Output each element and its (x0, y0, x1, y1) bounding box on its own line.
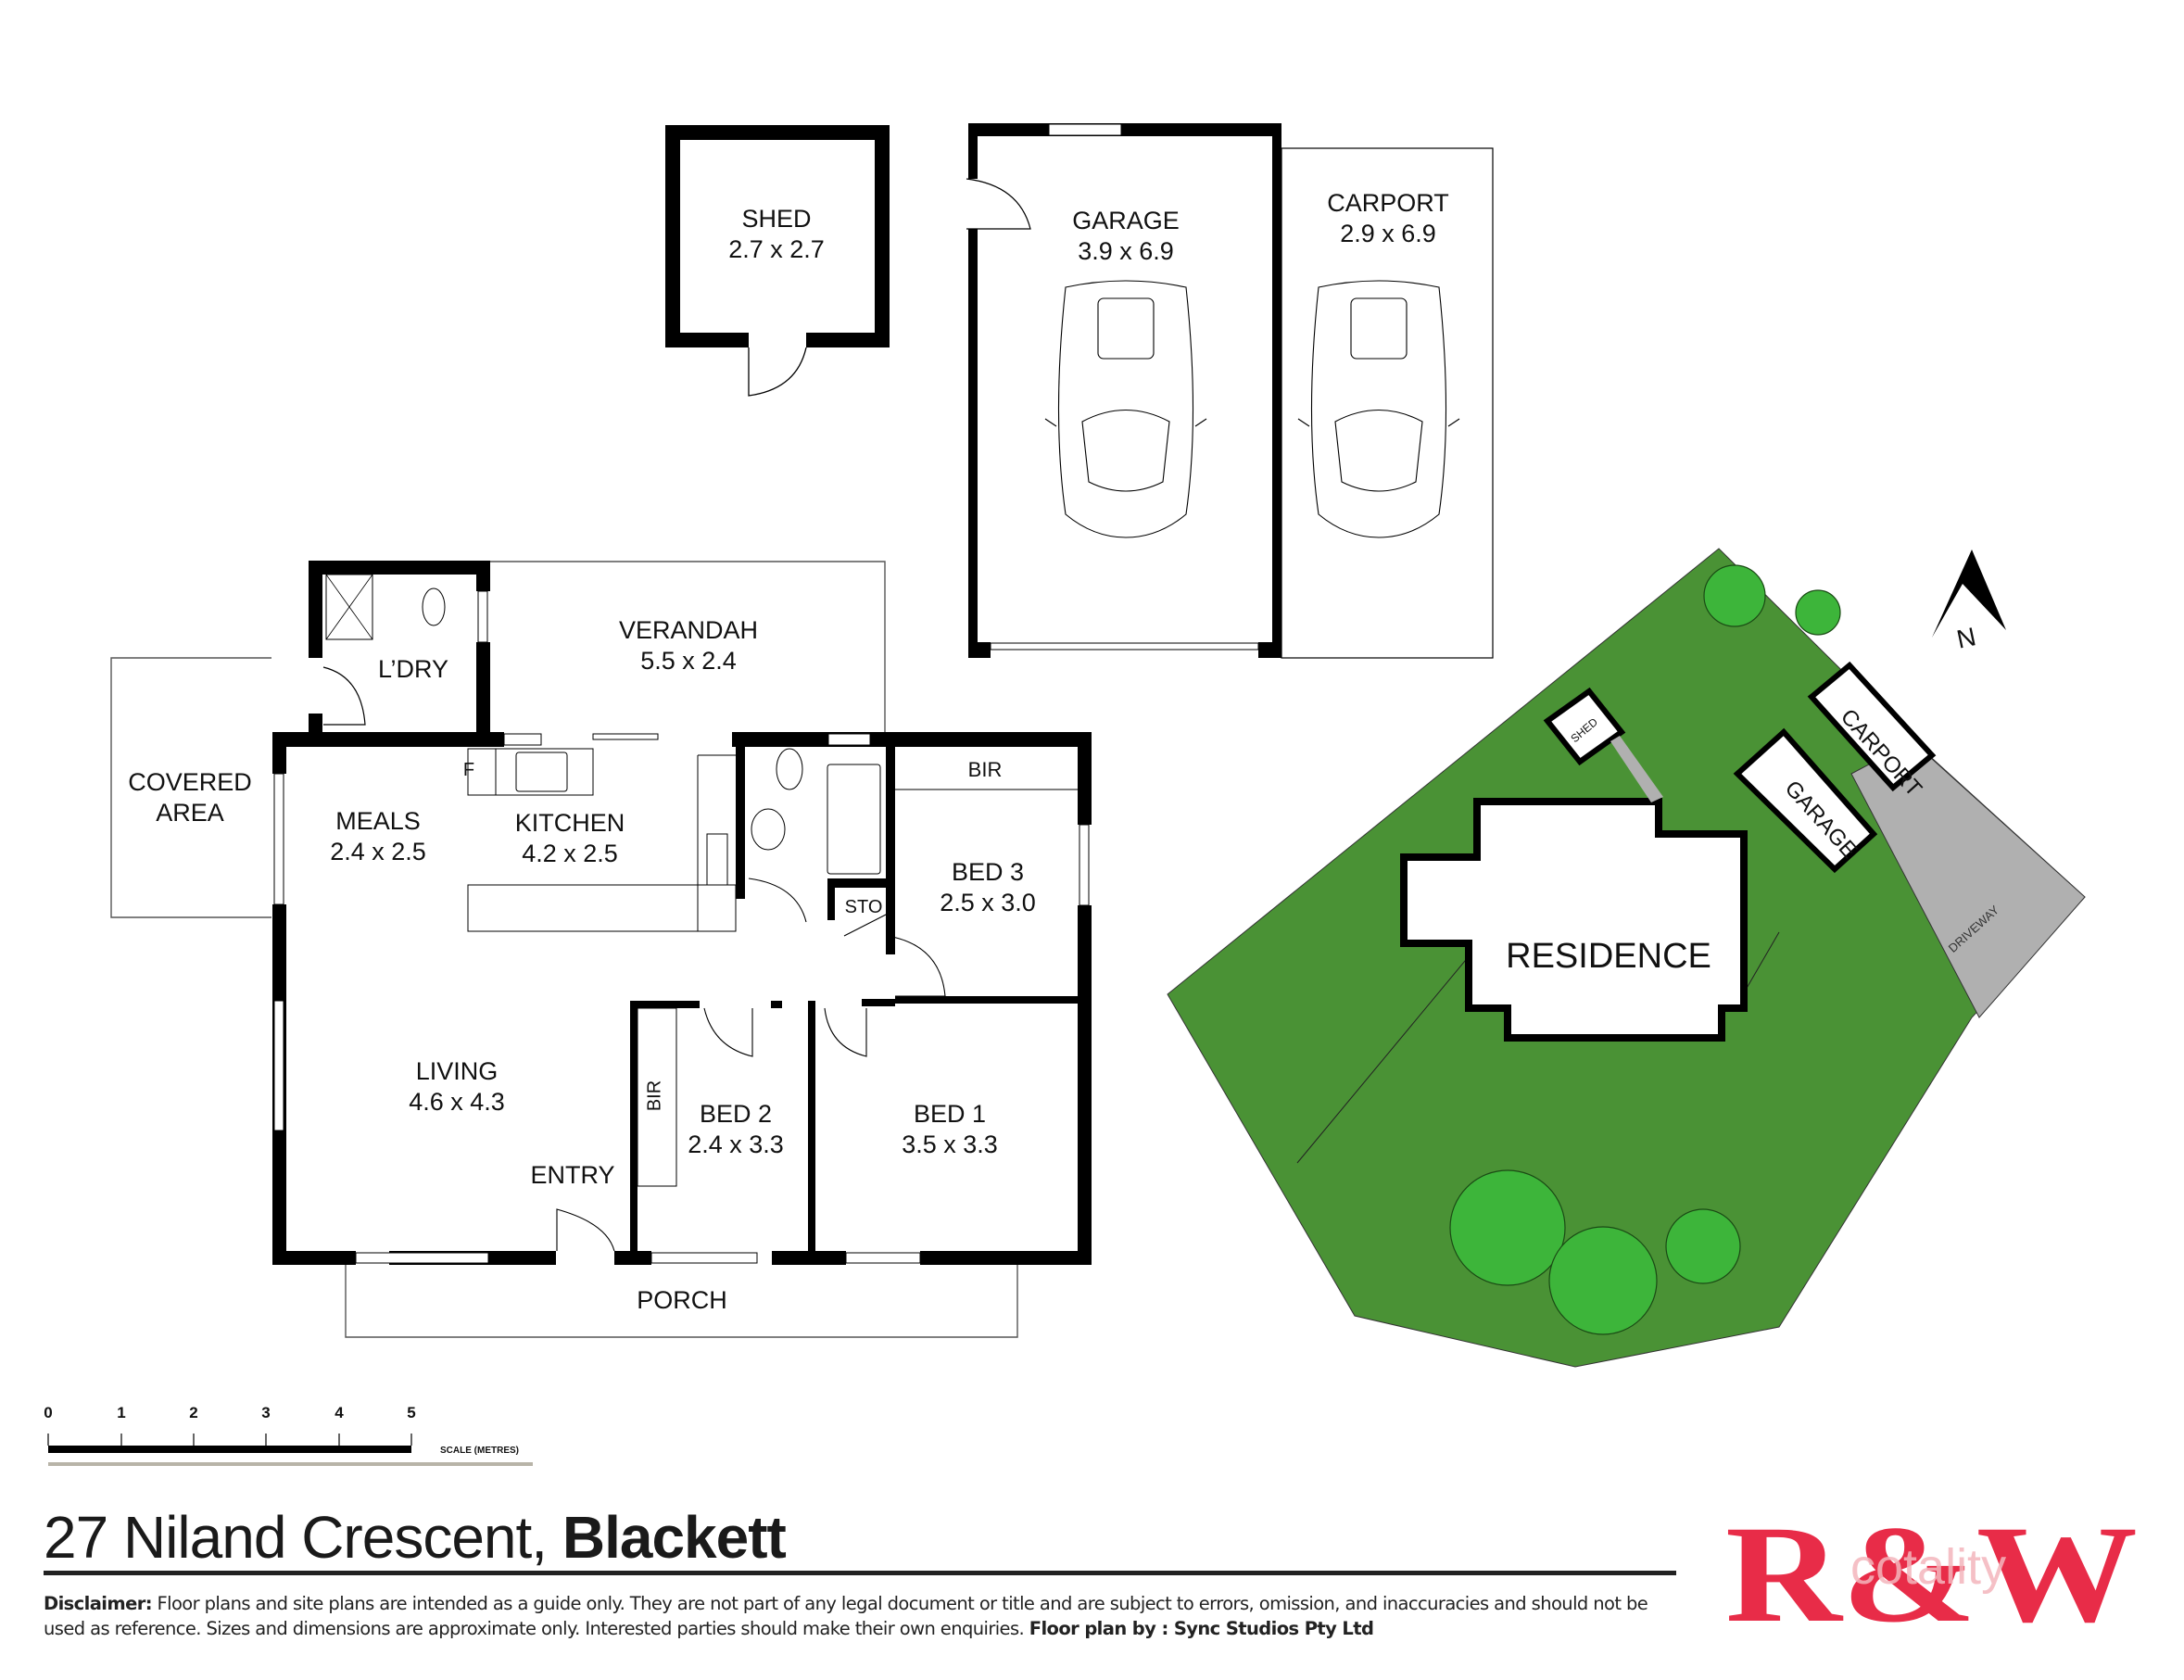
scale-label: SCALE (METRES) (440, 1446, 519, 1456)
room-name-line2: AREA (156, 799, 224, 827)
house-walls (272, 732, 1092, 1265)
bed3-door-icon (887, 935, 946, 997)
scale-tick-label: 5 (407, 1404, 416, 1421)
room-dims: 2.4 x 2.5 (330, 838, 426, 865)
porch-outline (345, 1265, 1018, 1338)
address-street: 27 Niland Crescent, (44, 1504, 548, 1571)
room-label-covered-area: COVERED AREA (128, 767, 252, 828)
shed-door-icon (748, 347, 807, 397)
storage-door-icon (843, 912, 890, 937)
fridge-label: F (462, 760, 475, 780)
room-dims: 2.7 x 2.7 (728, 235, 825, 263)
room-name: COVERED (128, 768, 252, 796)
disclaimer-label: Disclaimer: (44, 1593, 153, 1614)
covered-area-outline (110, 657, 271, 918)
carport-outline (1281, 147, 1494, 659)
room-label-verandah: VERANDAH 5.5 x 2.4 (619, 615, 758, 676)
room-name: BED 1 (913, 1100, 987, 1128)
room-name: L’DRY (377, 655, 449, 683)
north-arrow-icon (1932, 549, 2006, 638)
kitchen-island (467, 754, 737, 932)
site-plan (1167, 548, 2086, 1368)
laundry-walls (309, 561, 490, 737)
room-label-meals: MEALS 2.4 x 2.5 (330, 806, 426, 867)
bathtub-icon (827, 764, 881, 875)
address-suburb: Blackett (562, 1504, 787, 1571)
room-dims: 4.2 x 2.5 (522, 840, 618, 867)
room-dims: 2.5 x 3.0 (940, 889, 1036, 916)
room-label-kitchen: KITCHEN 4.2 x 2.5 (515, 808, 625, 869)
room-dims: 3.5 x 3.3 (902, 1131, 998, 1158)
kitchen-bench (467, 748, 594, 796)
verandah-outline (489, 561, 886, 737)
scale-tick-label: 1 (117, 1404, 126, 1421)
logo-overlay-text: cotality (1850, 1539, 2006, 1595)
room-dims: 3.9 x 6.9 (1078, 237, 1174, 265)
room-name: PORCH (637, 1286, 727, 1314)
floorplan-credit: Floor plan by : Sync Studios Pty Ltd (1029, 1618, 1374, 1639)
garage-structure (968, 123, 1281, 658)
shed-structure (665, 125, 890, 347)
sink-icon (515, 752, 568, 792)
scale-tick-label: 3 (261, 1404, 271, 1421)
garage-door-icon (966, 178, 1031, 230)
scale-tick-label: 4 (335, 1404, 344, 1421)
room-label-bed3: BED 3 2.5 x 3.0 (940, 857, 1036, 918)
footer-divider (44, 1571, 1676, 1575)
room-name: LIVING (415, 1057, 499, 1085)
room-label-carport: CARPORT 2.9 x 6.9 (1327, 188, 1449, 249)
room-dims: 5.5 x 2.4 (640, 647, 737, 675)
bir-label-bed3: BIR (967, 758, 1003, 781)
bed1-door-icon (824, 1007, 867, 1057)
room-label-porch: PORCH (637, 1285, 727, 1316)
car-icon (1297, 280, 1460, 538)
disclaimer: Disclaimer: Floor plans and site plans a… (44, 1591, 1693, 1641)
room-name: KITCHEN (514, 809, 625, 837)
bir-label-bed2: BIR (644, 1080, 665, 1112)
bathroom-door-icon (748, 878, 807, 923)
disclaimer-text: Floor plans and site plans are intended … (44, 1593, 1648, 1639)
toilet-icon (422, 587, 446, 626)
bed2-door-icon (703, 1007, 753, 1057)
entry-door-icon (556, 1208, 615, 1252)
tree-icon (1449, 564, 1841, 1335)
car-icon (1044, 280, 1207, 538)
logo-text: R&W (1725, 1508, 2138, 1628)
property-address: 27 Niland Crescent, Blackett (44, 1503, 787, 1572)
room-dims: 2.9 x 6.9 (1340, 220, 1436, 247)
room-label-bed2: BED 2 2.4 x 3.3 (688, 1099, 784, 1160)
scale-tick-label: 0 (44, 1404, 53, 1421)
room-label-bed1: BED 1 3.5 x 3.3 (902, 1099, 998, 1160)
basin-icon (751, 808, 786, 851)
room-name: CARPORT (1327, 189, 1449, 217)
room-dims: 4.6 x 4.3 (409, 1088, 505, 1116)
room-name: VERANDAH (618, 616, 759, 644)
room-name: GARAGE (1072, 207, 1180, 234)
site-residence-label: RESIDENCE (1506, 937, 1711, 976)
room-name: SHED (741, 205, 812, 233)
brand-logo: R&W cotality (1725, 1497, 2142, 1651)
room-name: BED 2 (699, 1100, 773, 1128)
room-name: BED 3 (951, 858, 1025, 886)
storage-label: STO (844, 897, 883, 917)
scale-tick-label: 2 (189, 1404, 198, 1421)
room-label-living: LIVING 4.6 x 4.3 (409, 1056, 505, 1118)
scale-bar (47, 1434, 533, 1466)
cooktop-icon (706, 833, 728, 886)
toilet-icon (776, 748, 803, 790)
room-label-entry: ENTRY (530, 1160, 614, 1191)
room-label-laundry: L’DRY (378, 654, 448, 685)
room-name: MEALS (335, 807, 421, 835)
room-label-garage: GARAGE 3.9 x 6.9 (1072, 206, 1180, 267)
room-dims: 2.4 x 3.3 (688, 1131, 784, 1158)
shower-icon (325, 574, 373, 640)
laundry-door-icon (322, 666, 366, 726)
room-name: ENTRY (530, 1161, 615, 1189)
